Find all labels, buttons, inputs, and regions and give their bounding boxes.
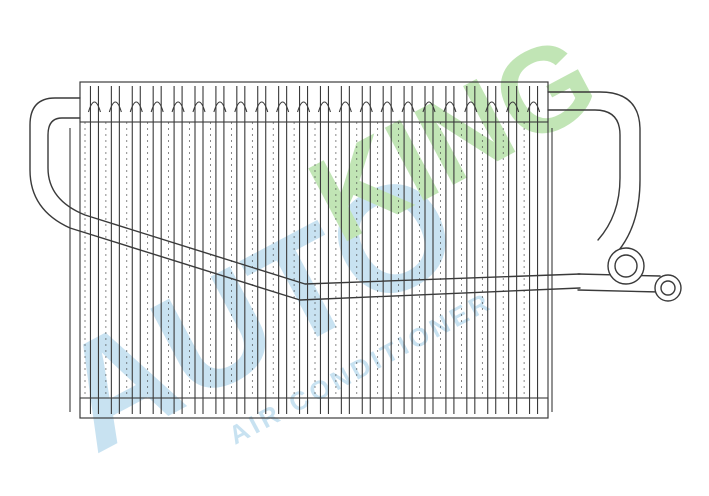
fin-tube <box>440 86 457 414</box>
evaporator-core <box>69 81 553 419</box>
left-return-tube-inner <box>47 117 581 285</box>
refrigerant-tubes <box>29 91 661 301</box>
inlet-fitting-inner <box>660 280 676 296</box>
fin-tube <box>377 86 394 414</box>
fin-tube <box>335 86 352 414</box>
outlet-fitting-inner <box>614 254 638 278</box>
fin-tube <box>461 86 478 414</box>
fin-tube <box>502 86 520 414</box>
fin-tube <box>147 86 164 414</box>
fin-tube <box>231 86 248 414</box>
fin-tube-group <box>84 86 541 414</box>
fin-tube <box>523 86 541 414</box>
fin-tube <box>210 86 227 414</box>
right-outlet-tube-inner <box>547 109 621 241</box>
right-outlet-tube <box>547 91 641 259</box>
fin-tube <box>314 86 331 414</box>
left-return-tube <box>29 97 581 301</box>
fin-tube <box>356 86 373 414</box>
fin-tube <box>84 86 101 414</box>
top-header-tank <box>79 81 549 123</box>
tube-fittings <box>607 247 682 302</box>
fin-tube <box>105 86 122 414</box>
watermark-brand-accent: KING <box>289 9 617 268</box>
fin-tube <box>419 86 436 414</box>
bottom-header-tank <box>79 397 549 419</box>
fin-tube <box>398 86 415 414</box>
fin-tube <box>168 86 185 414</box>
fin-tube <box>251 86 269 414</box>
fin-tube <box>293 86 311 414</box>
fin-tube <box>481 86 499 414</box>
fin-tube <box>272 86 290 414</box>
